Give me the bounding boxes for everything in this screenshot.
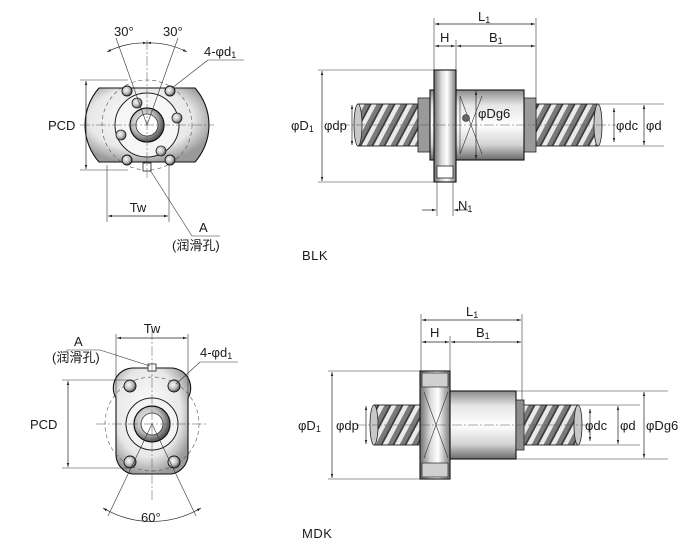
mdk-a-label: A bbox=[74, 334, 83, 349]
mdk-hole bbox=[123, 455, 137, 469]
blk-screw bbox=[115, 129, 127, 141]
blk-tw-label: Tw bbox=[130, 200, 147, 215]
blk-dg-label: φDg6 bbox=[478, 106, 510, 121]
mdk-d-label: φd bbox=[620, 418, 636, 433]
model-label-blk: BLK bbox=[302, 248, 328, 263]
mdk-tw-label: Tw bbox=[144, 321, 161, 336]
blk-holes-label: 4-φd bbox=[204, 44, 231, 59]
blk-l1-label: L bbox=[478, 9, 485, 24]
blk-dp-label: φdp bbox=[324, 118, 347, 133]
mdk-h-label: H bbox=[430, 325, 439, 340]
blk-od-label: φD bbox=[291, 118, 309, 133]
svg-text:L1: L1 bbox=[466, 304, 478, 320]
blk-hole bbox=[121, 85, 133, 97]
svg-text:4-φd1: 4-φd1 bbox=[200, 345, 232, 361]
blk-d-label: φd bbox=[646, 118, 662, 133]
svg-text:4-φd1: 4-φd1 bbox=[204, 44, 236, 60]
blk-hole bbox=[164, 154, 176, 166]
blk-screw bbox=[171, 112, 183, 124]
mdk-b1-label: B bbox=[476, 325, 485, 340]
svg-text:φD1: φD1 bbox=[298, 418, 321, 434]
mdk-dc-label: φdc bbox=[585, 418, 608, 433]
svg-text:B1: B1 bbox=[476, 325, 490, 341]
blk-front-view: 30° 30° 4-φd1 PCD Tw A (润滑孔) bbox=[48, 24, 244, 253]
mdk-holes-label: 4-φd bbox=[200, 345, 227, 360]
mdk-side-view: L1 H B1 φD1 φdp φdc φd φDg6 MDK bbox=[298, 304, 678, 541]
mdk-l1-label: L bbox=[466, 304, 473, 319]
mdk-hole bbox=[167, 455, 181, 469]
mdk-pcd-label: PCD bbox=[30, 417, 57, 432]
blk-side-view: L1 H B1 φD1 φdp φDg6 φdc φd N1 BLK bbox=[291, 9, 664, 263]
blk-holes-sub: 1 bbox=[231, 50, 236, 60]
blk-hole bbox=[121, 154, 133, 166]
mdk-hole bbox=[123, 379, 137, 393]
blk-lube-label: (润滑孔) bbox=[172, 238, 220, 253]
blk-a-label: A bbox=[199, 220, 208, 235]
mdk-angle-label: 60° bbox=[141, 510, 161, 525]
blk-b1-label: B bbox=[489, 30, 498, 45]
svg-text:B1: B1 bbox=[489, 30, 503, 46]
blk-dc-label: φdc bbox=[616, 118, 639, 133]
mdk-front-view: Tw A (润滑孔) 4-φd1 PCD 60° bbox=[30, 321, 238, 525]
blk-screw bbox=[131, 97, 143, 109]
blk-angle-right-label: 30° bbox=[163, 24, 183, 39]
blk-pcd-label: PCD bbox=[48, 118, 75, 133]
mdk-od-label: φD bbox=[298, 418, 316, 433]
mdk-dg-label: φDg6 bbox=[646, 418, 678, 433]
mdk-lube-label: (润滑孔) bbox=[52, 350, 100, 365]
svg-text:φD1: φD1 bbox=[291, 118, 314, 134]
mdk-dp-label: φdp bbox=[336, 418, 359, 433]
svg-text:N1: N1 bbox=[458, 198, 472, 214]
blk-n1-label: N bbox=[458, 198, 467, 213]
blk-screw bbox=[155, 145, 167, 157]
blk-hole bbox=[164, 85, 176, 97]
blk-angle-left-label: 30° bbox=[114, 24, 134, 39]
svg-text:L1: L1 bbox=[478, 9, 490, 25]
model-label-mdk: MDK bbox=[302, 526, 332, 541]
blk-flange bbox=[433, 69, 457, 183]
blk-h-label: H bbox=[440, 30, 449, 45]
